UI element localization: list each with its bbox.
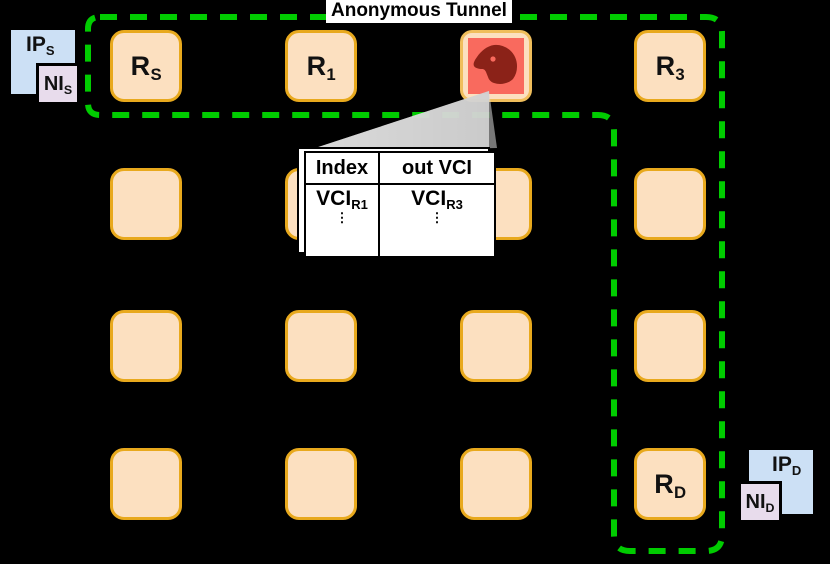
vci-table: Index out VCI VCIR1 ⋮ VCIR3 <box>304 151 496 258</box>
router-label: RD <box>654 468 687 502</box>
source-ni-label: NIS <box>43 73 73 97</box>
column-header-index: Index <box>304 151 380 185</box>
source-ip-label: IPS <box>26 33 55 59</box>
router-node-n24[interactable] <box>634 168 706 240</box>
router-node-rd[interactable]: RD <box>634 448 706 520</box>
router-node-n32[interactable] <box>285 310 357 382</box>
vertical-dots-index: ⋮ <box>335 210 349 226</box>
router-node-r1[interactable]: R1 <box>285 30 357 102</box>
router-node-n41[interactable] <box>110 448 182 520</box>
router-node-n33[interactable] <box>460 310 532 382</box>
table-row: VCIR1 ⋮ VCIR3 ⋮ <box>304 183 496 258</box>
attacker-router-node[interactable] <box>460 30 532 102</box>
router-node-n42[interactable] <box>285 448 357 520</box>
router-node-n21[interactable] <box>110 168 182 240</box>
tunnel-title: Anonymous Tunnel <box>326 0 512 23</box>
dest-ni-box: NID <box>738 481 782 523</box>
router-node-n43[interactable] <box>460 448 532 520</box>
vertical-dots-out-vci: ⋮ <box>430 210 444 226</box>
router-node-n31[interactable] <box>110 310 182 382</box>
table-header-row: Index out VCI <box>304 151 496 185</box>
router-node-rs[interactable]: RS <box>110 30 182 102</box>
dest-ip-label: IPD <box>772 453 802 479</box>
router-node-n34[interactable] <box>634 310 706 382</box>
router-label: R1 <box>306 50 336 84</box>
cell-index-value: VCIR1 ⋮ <box>304 183 380 258</box>
source-ni-box: NIS <box>36 63 80 105</box>
column-header-out-vci: out VCI <box>378 151 496 185</box>
cell-out-vci-value: VCIR3 ⋮ <box>378 183 496 258</box>
router-node-r3[interactable]: R3 <box>634 30 706 102</box>
router-label: R3 <box>655 50 685 84</box>
dest-ni-label: NID <box>745 491 775 515</box>
wolf-head-icon <box>468 38 524 94</box>
router-label: RS <box>130 50 162 84</box>
